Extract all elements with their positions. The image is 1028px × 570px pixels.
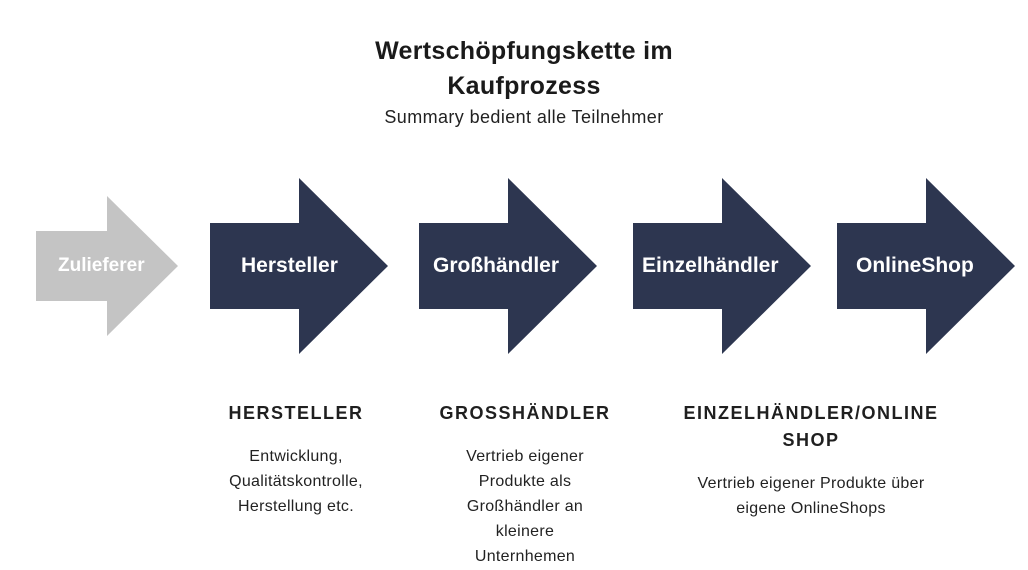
column-hersteller: HERSTELLER Entwicklung, Qualitätskontrol…	[206, 400, 386, 519]
column-text-einzelhaendler-onlineshop: Vertrieb eigener Produkte über eigene On…	[697, 475, 925, 517]
arrow-shape-grosshaendler	[419, 178, 597, 354]
arrow-shape-onlineshop	[837, 178, 1015, 354]
column-text-hersteller: Entwicklung, Qualitätskontrolle, Herstel…	[229, 448, 363, 515]
arrow-onlineshop: OnlineShop	[837, 178, 1015, 354]
column-einzelhaendler-onlineshop: EINZELHÄNDLER/ONLINE SHOP Vertrieb eigen…	[665, 400, 957, 521]
arrow-shape-zulieferer	[36, 196, 178, 336]
arrow-shape-einzelhaendler	[633, 178, 811, 354]
column-grosshaendler: GROSSHÄNDLER Vertrieb eigener Produkte a…	[428, 400, 622, 569]
arrow-label-zulieferer: Zulieferer	[58, 255, 145, 276]
arrow-label-einzelhaendler: Einzelhändler	[642, 254, 779, 277]
arrow-zulieferer: Zulieferer	[36, 196, 178, 336]
arrow-label-hersteller: Hersteller	[241, 254, 338, 277]
diagram-subtitle: Summary bedient alle Teilnehmer	[384, 107, 664, 127]
diagram-title: Wertschöpfungskette im Kaufprozess	[375, 37, 673, 100]
arrow-einzelhaendler: Einzelhändler	[633, 178, 811, 354]
arrow-grosshaendler: Großhändler	[419, 178, 597, 354]
arrow-shape-hersteller	[210, 178, 388, 354]
column-heading-hersteller: HERSTELLER	[228, 403, 364, 423]
arrow-label-grosshaendler: Großhändler	[433, 254, 560, 277]
column-heading-einzelhaendler-onlineshop: EINZELHÄNDLER/ONLINE SHOP	[683, 403, 939, 450]
column-text-grosshaendler: Vertrieb eigener Produkte als Großhändle…	[466, 448, 584, 565]
arrow-label-onlineshop: OnlineShop	[856, 254, 974, 277]
column-heading-grosshaendler: GROSSHÄNDLER	[439, 403, 611, 423]
arrow-hersteller: Hersteller	[210, 178, 388, 354]
